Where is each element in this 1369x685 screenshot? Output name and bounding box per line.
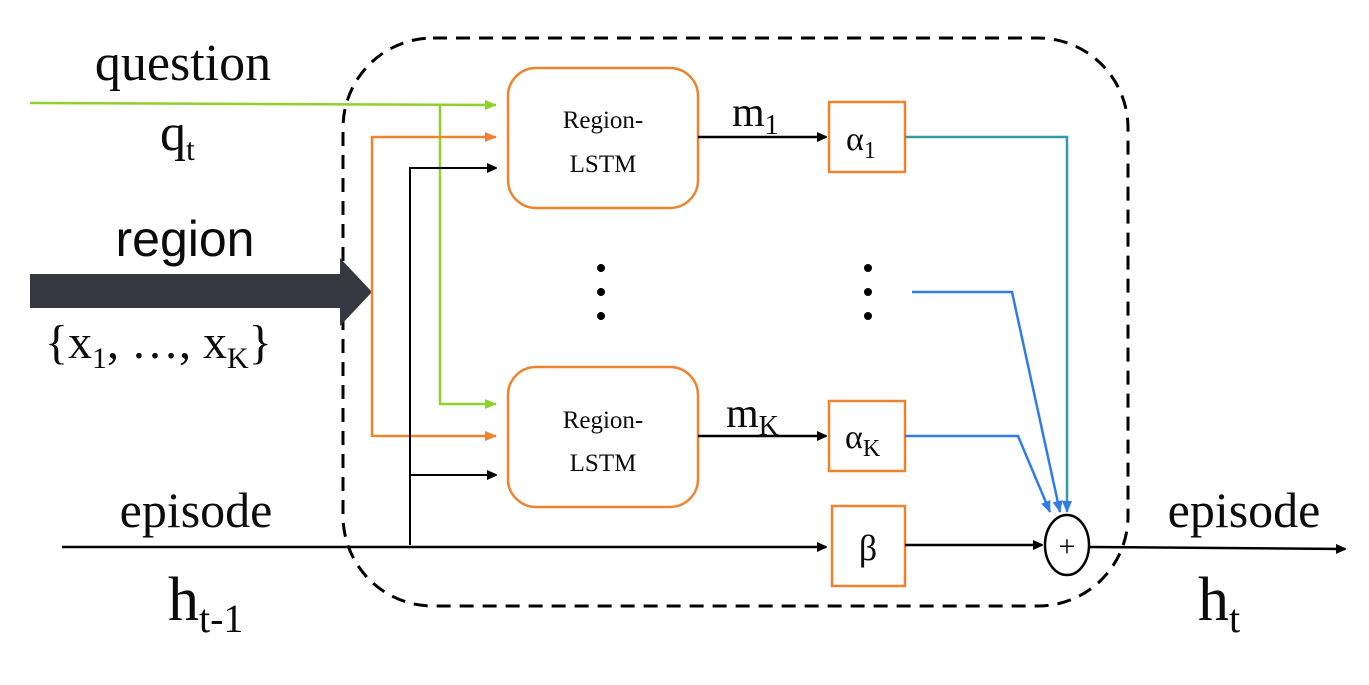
region-label: region [116,211,255,267]
episode-out-symbol: ht [1198,566,1240,641]
beta-box: β [830,504,907,588]
question-label: question [95,35,271,92]
episode-out-label: episode [1168,482,1321,538]
mk-label: mK [726,391,779,442]
attention-connections [905,135,1072,513]
region-lstm-1: Region- LSTM [506,66,700,210]
lstm-1-label-line1: Region- [563,107,644,134]
episode-in-symbol: ht-1 [168,566,243,641]
alpha-k-label: αK [845,419,881,462]
m1-label: m1 [732,90,779,141]
ellipsis-lstm [597,264,605,320]
plus-icon: + [1059,530,1076,563]
region-lstm-k: Region- LSTM [506,365,700,509]
beta-label: β [859,528,877,568]
episode-connections [62,168,826,547]
alpha-1-box: α1 [827,100,907,174]
lstm-k-label-line2: LSTM [570,450,637,477]
alpha-k-box: αK [827,399,907,473]
episode-out-arrow [1088,547,1345,549]
region-arrow [30,258,372,326]
lstm-1-label-line2: LSTM [570,151,637,178]
episode-in-label: episode [120,482,273,538]
sum-node: + [1043,513,1091,577]
region-set: {x1, …, xK} [45,316,272,375]
alpha-1-label: α1 [846,121,876,164]
ellipsis-alpha [864,264,872,320]
question-symbol: qt [160,105,195,167]
question-connections [29,99,497,409]
region-connections [370,132,497,441]
lstm-k-label-line1: Region- [563,407,644,434]
